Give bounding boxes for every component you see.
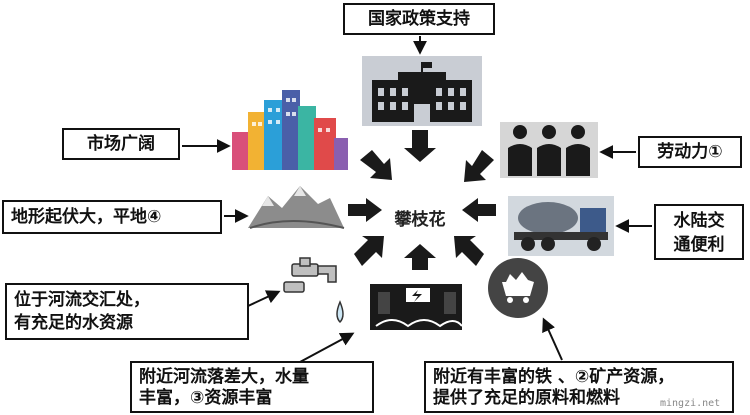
workers-icon <box>500 122 598 178</box>
transport-box: 水陆交 通便利 <box>654 204 744 260</box>
terrain-label: 地形起伏大，平地④ <box>11 207 162 227</box>
water-faucet-icon <box>283 257 344 324</box>
arrow-icon <box>360 150 392 180</box>
terrain-box: 地形起伏大，平地④ <box>2 200 222 234</box>
labor-box: 劳动力① <box>638 136 742 168</box>
market-label: 市场广阔 <box>87 134 155 154</box>
arrow-icon <box>464 150 494 182</box>
city-buildings-icon <box>232 90 348 170</box>
mountain-icon <box>248 186 345 229</box>
converging-arrows <box>348 130 496 270</box>
arrow-icon <box>404 130 436 162</box>
arrow-icon <box>354 236 384 266</box>
hydropower-box: 附近河流落差大，水量 丰富，③资源丰富 <box>130 361 374 413</box>
policy-support-label: 国家政策支持 <box>368 9 470 29</box>
arrow-icon <box>404 244 436 270</box>
coal-cart-icon <box>488 258 548 318</box>
cement-mixer-truck-icon <box>508 196 614 256</box>
mineral-box: 附近有丰富的铁 、②矿产资源， 提供了充足的原料和燃料 <box>424 361 734 413</box>
watermark: mingzi.net <box>660 398 721 409</box>
power-station-icon <box>370 284 463 330</box>
transport-label-line-1: 水陆交 <box>673 211 725 231</box>
river-label-line-1: 位于河流交汇处， <box>14 290 150 310</box>
transport-label-line-2: 通便利 <box>673 235 725 255</box>
center-city-label: 攀枝花 <box>394 210 446 230</box>
government-building-icon <box>362 56 482 126</box>
hydropower-label-line-1: 附近河流落差大，水量 <box>139 367 309 387</box>
labor-label: 劳动力① <box>657 142 723 162</box>
policy-support-box: 国家政策支持 <box>343 3 495 35</box>
river-box: 位于河流交汇处， 有充足的水资源 <box>5 283 249 340</box>
arrow-icon <box>454 236 484 266</box>
pointer-arrows <box>182 36 652 363</box>
river-label-line-2: 有充足的水资源 <box>14 313 133 333</box>
mineral-label-line-1: 附近有丰富的铁 、②矿产资源， <box>433 367 675 387</box>
market-box: 市场广阔 <box>62 128 180 160</box>
hydropower-label-line-2: 丰富，③资源丰富 <box>139 388 273 408</box>
arrow-icon <box>462 198 496 222</box>
mineral-label-line-2: 提供了充足的原料和燃料 <box>433 388 620 408</box>
arrow-icon <box>348 198 382 222</box>
